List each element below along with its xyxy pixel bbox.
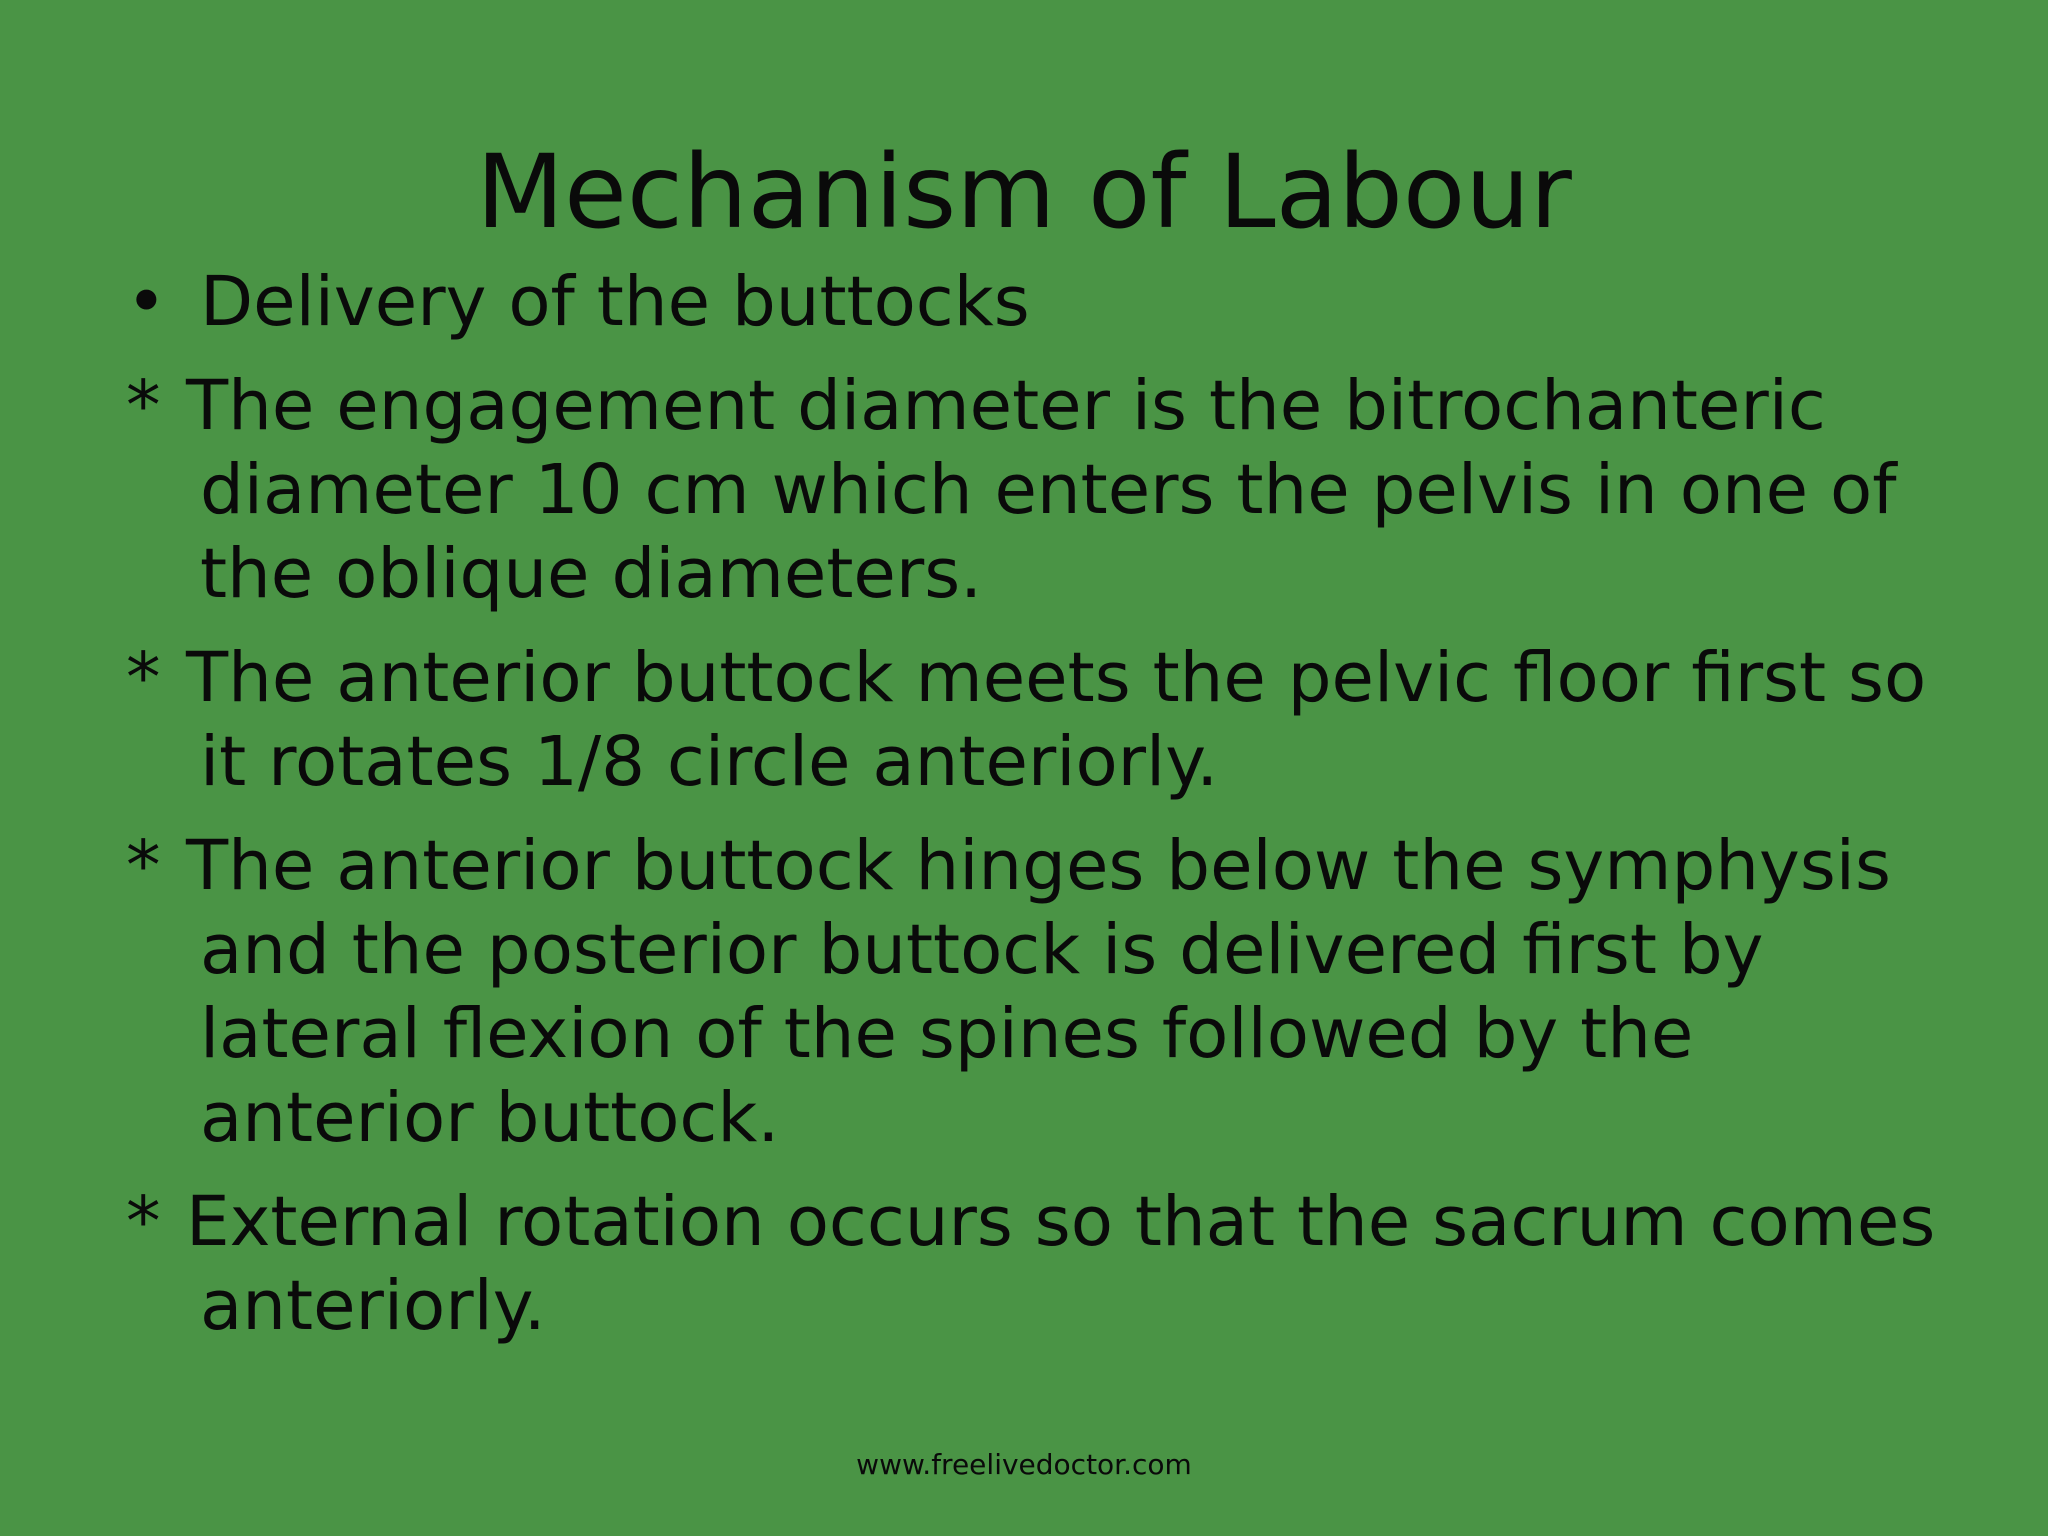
list-item-text: External rotation occurs so that the sac… [186,1182,1936,1346]
list-item-text: The anterior buttock meets the pelvic fl… [186,638,1927,802]
asterisk-marker: * [126,1182,161,1262]
list-item: * The anterior buttock hinges below the s… [126,824,1966,1160]
asterisk-marker: * [126,638,161,718]
asterisk-marker: * [126,826,161,906]
footer-url: www.freelivedoctor.com [856,1448,1192,1481]
list-item-text: The anterior buttock hinges below the sy… [186,826,1891,1158]
lead-bullet: • Delivery of the buttocks [126,260,1966,344]
asterisk-marker: * [126,366,161,446]
list-item: * The anterior buttock meets the pelvic f… [126,636,1966,804]
lead-bullet-text: Delivery of the buttocks [200,262,1030,342]
list-item: * The engagement diameter is the bitrocha… [126,364,1966,616]
slide-body: • Delivery of the buttocks * The engageme… [126,260,1966,1368]
list-item: * External rotation occurs so that the sa… [126,1180,1966,1348]
slide-title: Mechanism of Labour [476,133,1572,252]
list-item-text: The engagement diameter is the bitrochan… [186,366,1897,614]
bullet-marker: • [126,262,167,342]
